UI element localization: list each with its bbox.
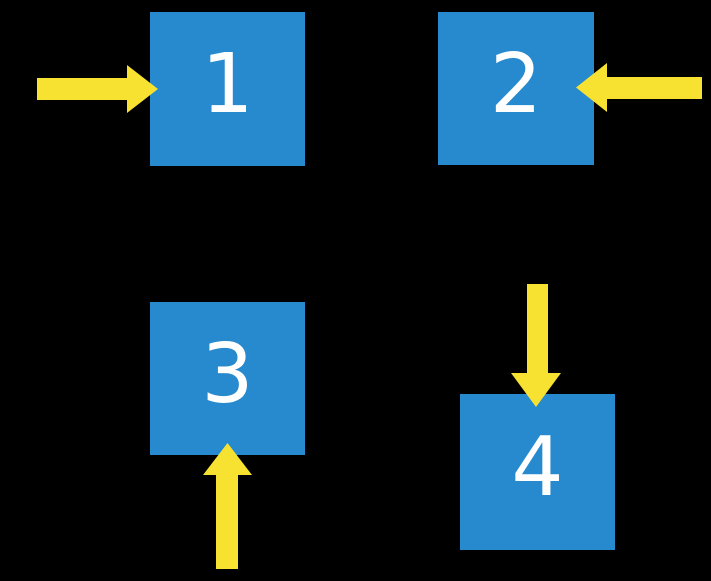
square-1-label: 1 bbox=[201, 37, 254, 132]
arrow-down-icon bbox=[511, 284, 561, 407]
arrow-up-icon bbox=[203, 443, 252, 569]
square-3-label: 3 bbox=[201, 326, 254, 422]
arrow-left-icon bbox=[576, 63, 702, 112]
square-4-label: 4 bbox=[511, 420, 564, 515]
square-4: 4 bbox=[460, 394, 615, 550]
square-3: 3 bbox=[150, 302, 305, 455]
square-1: 1 bbox=[150, 12, 305, 166]
arrow-right-icon bbox=[37, 65, 158, 113]
square-2: 2 bbox=[438, 12, 594, 165]
square-2-label: 2 bbox=[489, 36, 543, 132]
